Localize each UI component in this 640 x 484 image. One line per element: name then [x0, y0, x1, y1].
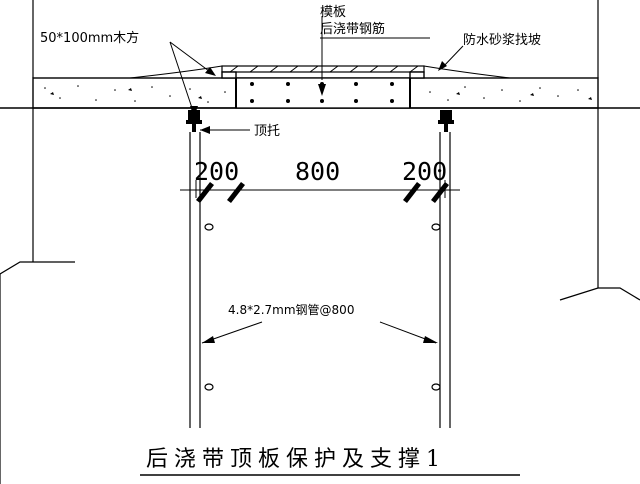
timber-label: 50*100mm木方 [40, 30, 139, 46]
dimension-right: 200 [402, 157, 447, 186]
caption-title: 后浇带顶板保护及支撑1 [146, 447, 446, 472]
dimension-line [180, 180, 460, 203]
mortar-slope-label: 防水砂浆找坡 [463, 32, 541, 48]
leader-arrowheads [190, 61, 447, 343]
dimension-left: 200 [194, 157, 239, 186]
formwork-hatch [229, 65, 419, 73]
dimension-middle: 800 [295, 157, 340, 186]
timber-right [409, 71, 425, 79]
top-support-right [438, 110, 454, 132]
cover-formwork [129, 65, 511, 79]
timber-left [221, 71, 237, 79]
top-support-label: 顶托 [254, 124, 280, 139]
steel-pipe-left [189, 132, 214, 428]
dimension-ticks [196, 182, 449, 203]
rebar-label: 后浇带钢筋 [320, 21, 385, 37]
steel-pipe-right [431, 132, 451, 428]
formwork-label: 模板 [320, 5, 346, 20]
concrete-hatch [44, 85, 592, 103]
rebar-dots [250, 82, 394, 103]
steel-pipe-label: 4.8*2.7mm钢管@800 [228, 302, 354, 317]
